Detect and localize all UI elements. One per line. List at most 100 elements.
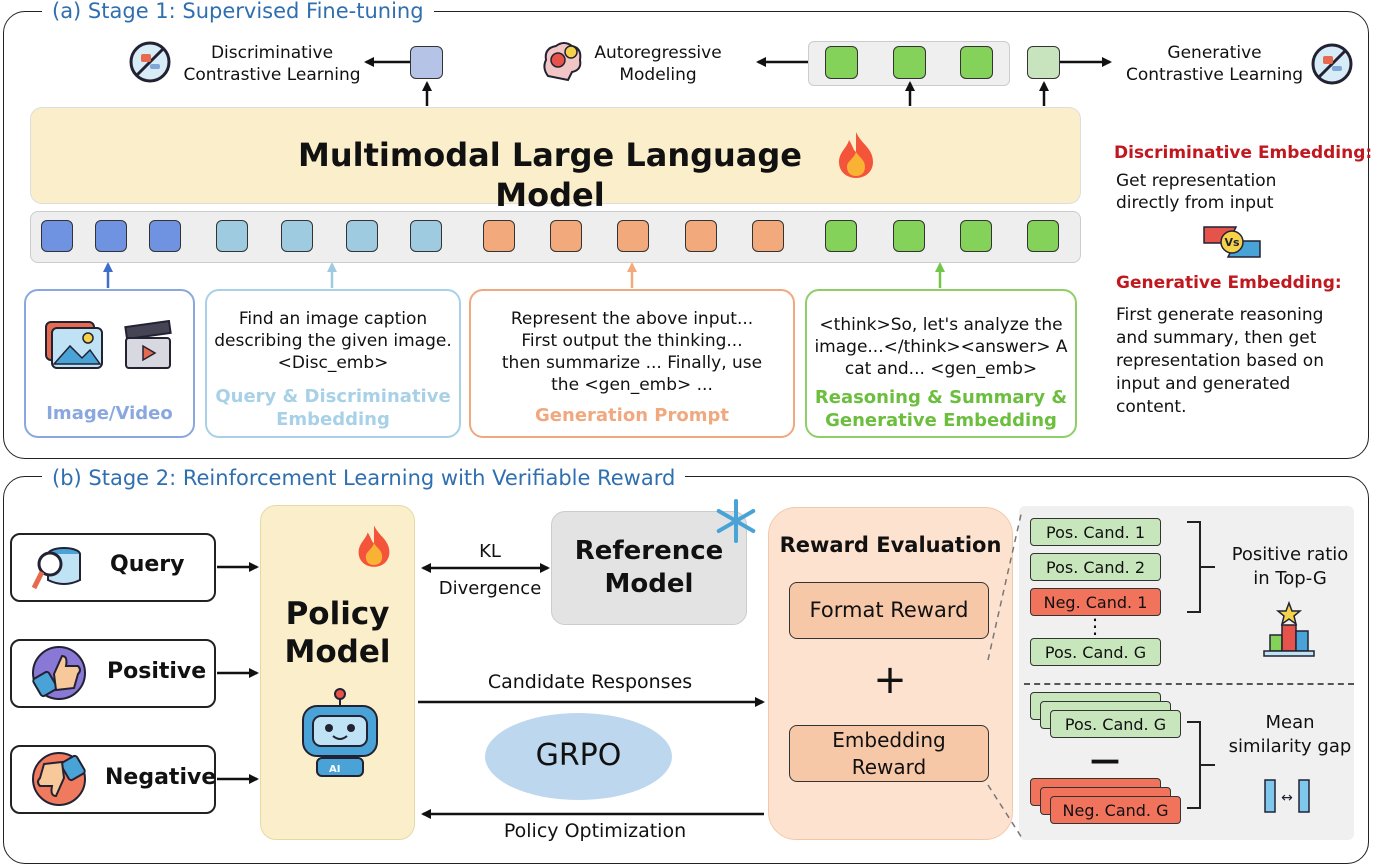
neg-cand-1: Neg. Cand. 1 [1030,588,1161,616]
legend-disc-desc: Get representation directly from input [1116,170,1356,214]
neg-cand-g: Neg. Cand. G [1050,796,1181,824]
brackets [1187,521,1215,809]
format-reward-box [789,582,989,639]
gen-prompt-line1: Represent the above input... [510,309,754,329]
gen-output-token-1 [825,46,858,79]
image-token-3 [149,220,181,252]
legend-disc-desc-line1: Get representation [1116,171,1277,191]
detail-divider [1024,683,1354,685]
mean-gap-label: Mean similarity gap [1210,711,1370,759]
reference-model-title: Reference Model [551,535,747,601]
gen-contrastive-line2: Contrastive Learning [1125,65,1304,85]
reasoning-text-line2: image...</think><answer> A [814,337,1068,357]
prompt-token-4 [685,220,717,252]
versus-badge-text: Vs [1224,236,1240,249]
database-search-icon [30,540,86,596]
mean-gap-line2: similarity gap [1228,736,1352,757]
gap-icon: ↔ [1261,776,1313,816]
query-text: Find an image caption describing the giv… [205,308,461,374]
query-token-4 [410,220,442,252]
disc-contrastive-line1: Discriminative [210,43,334,63]
gen-prompt-line2: First output the thinking... [521,331,743,351]
negative-input-label: Negative [105,765,217,790]
gen-prompt-label: Generation Prompt [535,405,729,426]
query-text-line3: <Disc_emb> [277,353,389,373]
grpo-ellipse [485,713,672,800]
prompt-token-5 [752,220,784,252]
robot-badge-text: AI [329,764,340,775]
disc-output-token [410,46,443,79]
positive-ratio-line1: Positive ratio [1231,544,1349,565]
fire-icon [835,130,877,180]
query-label-line2: Embedding [276,409,390,430]
versus-icon: Vs [1200,221,1264,263]
legend-disc-title: Discriminative Embedding: [1114,143,1373,163]
reference-model-line2: Model [604,569,694,599]
reward-eval-box [768,507,1013,840]
robot-icon: AI [295,688,385,778]
gen-contrastive-label: Generative Contrastive Learning [1112,42,1317,86]
policy-model-title: Policy Model [260,595,415,671]
gen-prompt-text: Represent the above input... First outpu… [469,308,795,396]
ranking-chart-icon [1260,600,1318,659]
positive-ratio-label: Positive ratio in Top-G [1210,543,1370,591]
reasoning-token-4 [1027,220,1059,252]
cand-dots: ⋮ [1085,614,1105,638]
autoregressive-line1: Autoregressive [594,43,722,63]
mllm-block [30,107,1081,204]
reasoning-label-line1: Reasoning & Summary & [814,387,1068,408]
candidate-responses-label: Candidate Responses [487,671,693,693]
minus-sign: — [1090,743,1120,778]
reasoning-text: <think>So, let's analyze the image...</t… [805,314,1077,380]
reasoning-text-line1: <think>So, let's analyze the [819,315,1063,335]
reasoning-token-2 [893,220,925,252]
image-token-1 [41,220,73,252]
gen-contrastive-line1: Generative [1167,43,1262,63]
disc-contrastive-line2: Contrastive Learning [183,65,361,85]
image-video-label: Image/Video [46,403,173,424]
disc-contrastive-icon [128,40,172,84]
zoom-dashed-lines [987,509,1023,839]
plus-sign: + [873,657,907,703]
gen-prompt-box [469,289,795,438]
reasoning-label: Reasoning & Summary & Generative Embeddi… [805,386,1077,432]
legend-gen-title: Generative Embedding: [1116,273,1342,293]
video-icon [122,319,174,372]
query-token-1 [216,220,248,252]
reasoning-text-line3: cat and... <gen_emb> [844,359,1038,379]
query-label: Query & Discriminative Embedding [205,385,461,431]
stage2-title: (b) Stage 2: Reinforcement Learning with… [42,466,686,490]
thumbs-down-icon [30,750,88,808]
positive-ratio-line2: in Top-G [1253,568,1327,589]
reasoning-box [805,289,1077,438]
grpo-label: GRPO [535,738,622,773]
prompt-token-2 [550,220,582,252]
embedding-reward-label: Embedding Reward [789,727,989,781]
legend-disc-desc-line2: directly from input [1116,193,1274,213]
legend-gen-desc: First generate reasoning and summary, th… [1116,304,1361,419]
snowflake-icon [713,498,759,544]
prompt-token-3 [617,220,649,252]
reasoning-label-line2: Generative Embedding [825,410,1057,431]
reward-eval-title: Reward Evaluation [779,533,1002,557]
gen-output-token-2 [893,46,926,79]
query-token-3 [346,220,378,252]
reasoning-token-3 [960,220,992,252]
policy-model-line1: Policy [285,596,390,632]
pos-cand-1: Pos. Cand. 1 [1030,518,1161,546]
autoregressive-label: Autoregressive Modeling [588,42,728,86]
legend-gen-desc-line3: representation based on [1116,351,1324,371]
legend-gen-desc-line2: and summary, then get [1116,328,1317,348]
reference-model-line1: Reference [574,536,724,566]
pos-cand-g: Pos. Cand. G [1050,710,1181,738]
query-box [205,289,461,438]
image-icon [44,320,106,372]
pos-cand-g-top: Pos. Cand. G [1030,638,1161,666]
gen-prompt-line4: the <gen_emb> ... [551,375,713,395]
mllm-title: Multimodal Large Language Model [298,136,802,214]
image-token-2 [95,220,127,252]
query-token-2 [281,220,313,252]
reference-model-box [551,511,747,625]
stage1-title: (a) Stage 1: Supervised Fine-tuning [42,0,434,23]
